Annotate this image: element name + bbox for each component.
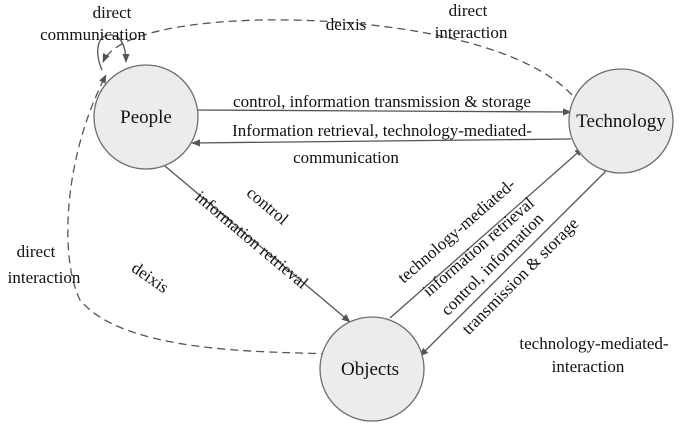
- dashed-link-top: [102, 19, 573, 96]
- label-left-line2: interaction: [8, 268, 81, 287]
- label-left-deixis: deixis: [128, 258, 172, 297]
- arrow-technology-to-people: [191, 138, 572, 147]
- label-people-to-technology: control, information transmission & stor…: [233, 92, 531, 111]
- label-top-right-line1: direct: [449, 1, 488, 20]
- label-self-loop-line2: communication: [40, 25, 146, 44]
- node-technology: Technology: [568, 68, 674, 174]
- node-objects-label: Objects: [341, 359, 399, 380]
- label-top-deixis: deixis: [326, 15, 367, 34]
- label-people-objects-control: control: [243, 183, 292, 229]
- arrow-people-to-technology: [191, 108, 572, 116]
- label-self-loop-line1: direct: [93, 3, 132, 22]
- arrow-people-to-objects: [164, 165, 351, 323]
- self-loop-people: [97, 34, 130, 71]
- label-technology-to-people-line2: communication: [293, 148, 399, 167]
- label-left-line1: direct: [17, 242, 56, 261]
- label-technology-to-people-line1: Information retrieval, technology-mediat…: [232, 121, 532, 140]
- arrow-objects-to-technology: [389, 147, 584, 319]
- node-technology-label: Technology: [576, 111, 666, 132]
- dashed-link-left: [67, 74, 343, 356]
- node-people-label: People: [120, 107, 172, 128]
- node-objects: Objects: [319, 316, 425, 422]
- label-top-right-line2: interaction: [435, 23, 508, 42]
- arrow-technology-to-objects: [419, 169, 608, 357]
- label-technology-mediated-line2: interaction: [552, 357, 625, 376]
- node-people: People: [93, 64, 199, 170]
- label-technology-mediated-line1: technology-mediated-: [519, 334, 669, 353]
